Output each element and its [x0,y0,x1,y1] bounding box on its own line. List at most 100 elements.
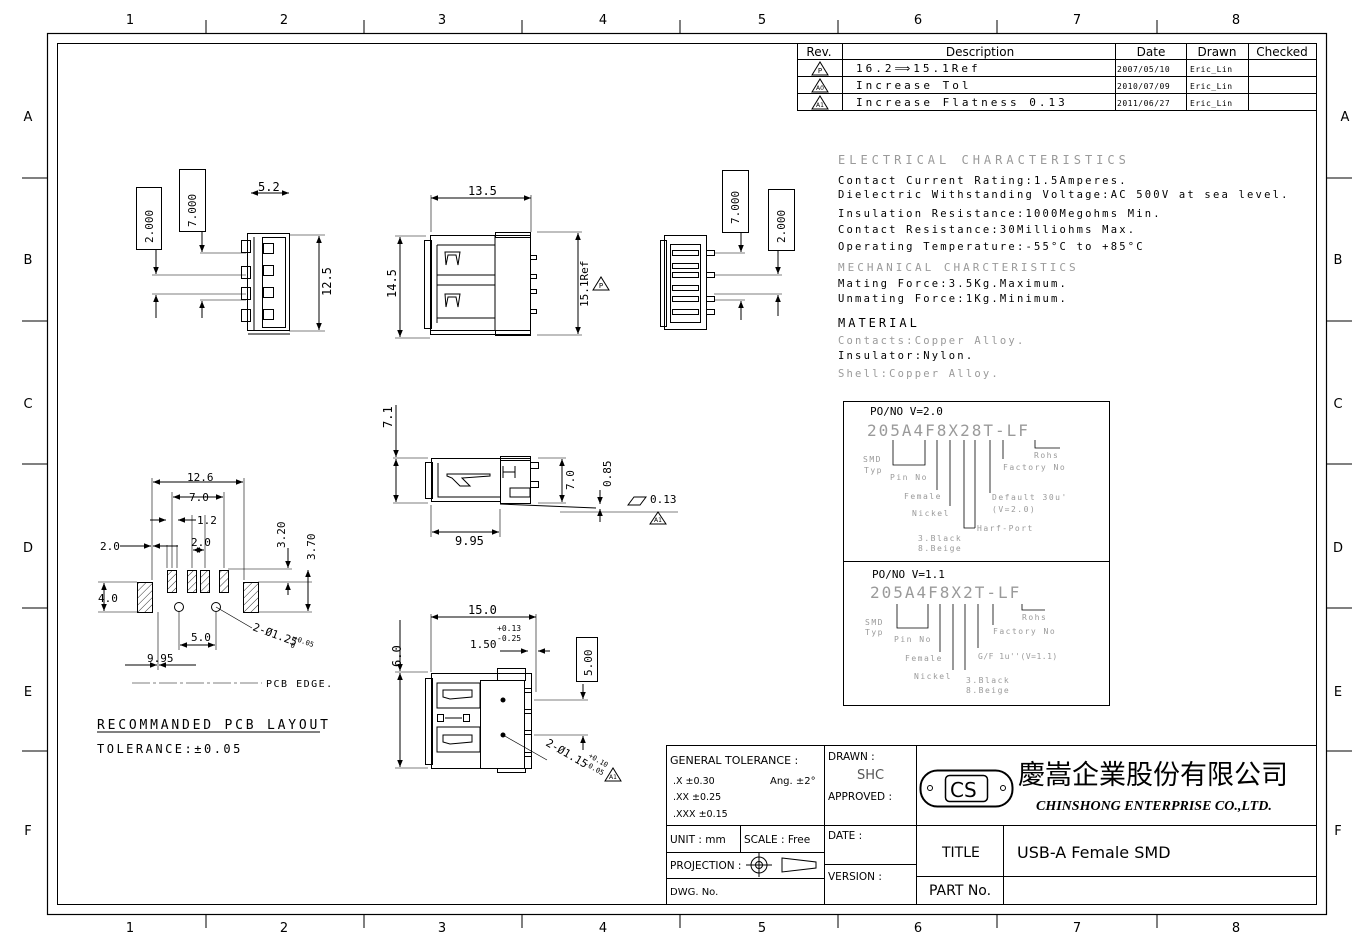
grid-ticks [22,20,1352,928]
rev-date: 2007/05/10 [1117,65,1170,74]
approved-label: APPROVED : [828,791,892,803]
part-numbering: PO/NO V=2.0 205A4F8X28T-LF PO/NO V=1.1 2… [843,401,1110,706]
svg-text:3.Black: 3.Black [918,534,962,543]
row-label: C [1333,397,1342,412]
svg-text:Harf-Port: Harf-Port [977,524,1034,533]
svg-text:9.95: 9.95 [147,652,174,665]
svg-text:P: P [599,282,603,290]
svg-text:Typ: Typ [865,628,884,637]
row-label: E [24,685,32,700]
svg-text:15.1Ref: 15.1Ref [578,261,591,307]
svg-text:6.0: 6.0 [390,645,404,667]
company-logo: CS [919,769,1014,808]
pcb-layout: 12.6 7.0 1.2 2.0 2.0 3.20 3.70 4.0 5.0 9… [97,471,334,756]
svg-text:Factory No: Factory No [993,627,1056,636]
po-title-v11: PO/NO V=1.1 [872,568,945,581]
svg-text:Female: Female [905,654,943,663]
drawn-header: Drawn [1198,45,1237,59]
svg-text:7.000: 7.000 [729,191,742,224]
svg-text:Pin No: Pin No [890,473,928,482]
svg-text:G/F 1u''(V=1.1): G/F 1u''(V=1.1) [978,652,1058,661]
col-label: 3 [438,13,446,28]
col-label: 2 [280,921,288,936]
date-header: Date [1137,45,1166,59]
row-label: E [1334,685,1342,700]
svg-text:.XX ±0.25: .XX ±0.25 [673,792,721,803]
rev-drawn: Eric_Lin [1190,82,1233,91]
material-title: MATERIAL [838,316,920,330]
svg-text:8.Beige: 8.Beige [966,686,1010,695]
po-code-v20: 205A4F8X28T-LF [867,421,1030,440]
spec-line: Insulation Resistance:1000Megohms Min. [838,208,1162,220]
svg-text:13.5: 13.5 [468,184,497,198]
col-label: 4 [599,13,607,28]
svg-text:A0: A0 [816,85,824,92]
spec-line: Mating Force:3.5Kg.Maximum. [838,278,1068,290]
svg-text:A1: A1 [816,102,824,109]
scale-label: SCALE : Free [744,834,810,846]
side-view-left: 2.000 7.000 5.2 12.5 [136,169,334,335]
spec-line: Shell:Copper Alloy. [838,368,1000,380]
svg-text:4.0: 4.0 [98,592,118,605]
row-label: A [24,110,33,125]
row-label: C [23,397,32,412]
row-label: D [23,541,33,556]
row-label: D [1333,541,1343,556]
projection-icon [746,853,817,877]
rev-date: 2011/06/27 [1117,99,1170,108]
svg-text:12.5: 12.5 [320,267,334,296]
svg-text:-0.25: -0.25 [497,634,521,643]
col-label: 1 [126,921,134,936]
spec-line: Contact Current Rating:1.5Amperes. [838,175,1128,187]
date-label: DATE : [828,830,862,842]
svg-text:(V=2.0): (V=2.0) [992,505,1036,514]
rev-symbols: P A0 A1 [811,61,829,110]
spec-line: Contact Resistance:30Milliohms Max. [838,224,1136,236]
pcb-title: RECOMMANDED PCB LAYOUT [97,718,331,733]
svg-text:Ang. ±2°: Ang. ±2° [770,776,816,787]
rev-drawn: Eric_Lin [1190,65,1233,74]
svg-text:2.000: 2.000 [143,210,156,243]
svg-text:CS: CS [950,778,977,802]
svg-text:5.0: 5.0 [191,631,211,644]
svg-text:0.13: 0.13 [650,493,677,506]
svg-text:7.000: 7.000 [186,194,199,227]
title-value: USB-A Female SMD [1017,843,1171,862]
rev-desc: 16.2⟹15.1Ref [856,62,981,75]
specifications: ELECTRICAL CHARACTERISTICS Contact Curre… [838,153,1290,380]
spec-line: Insulator:Nylon. [838,350,974,362]
svg-text:A1: A1 [654,517,662,524]
company-name-en: CHINSHONG ENTERPRISE CO.,LTD. [1036,799,1272,814]
revision-table: Rev. Description Date Drawn Checked P A0… [797,43,1317,111]
col-label: 7 [1073,921,1081,936]
svg-text:5.2: 5.2 [258,180,280,194]
svg-text:Pin No: Pin No [894,635,932,644]
svg-text:PCB EDGE.: PCB EDGE. [266,679,334,690]
front-view: 7.1 7.0 0.85 9.95 0.13 A1 [381,405,678,548]
svg-text:+0.13: +0.13 [497,624,521,633]
row-label: B [1334,253,1343,268]
version-label: VERSION : [828,871,882,883]
col-label: 1 [126,13,134,28]
col-label: 6 [914,921,922,936]
spec-line: Operating Temperature:-55°C to +85°C [838,241,1145,253]
mechanical-title: MECHANICAL CHARCTERISTICS [838,261,1079,274]
rev-desc: Increase Flatness 0.13 [856,96,1068,109]
spec-line: Contacts:Copper Alloy. [838,335,1025,347]
rev-drawn: Eric_Lin [1190,99,1233,108]
svg-text:7.1: 7.1 [381,406,395,428]
title-label: TITLE [941,845,980,861]
row-label: F [1334,824,1341,839]
rev-desc: Increase Tol [856,79,971,92]
top-view: 13.5 14.5 15.1Ref P [385,184,610,339]
svg-text:1.2: 1.2 [197,514,217,527]
spec-line: Dielectric Withstanding Voltage:AC 500V … [838,189,1290,201]
svg-text:0.85: 0.85 [601,461,614,488]
svg-text:SMD: SMD [863,455,882,464]
drawn-value: SHC [857,768,884,783]
projection-label: PROJECTION : [670,860,741,872]
rev-header: Rev. [806,45,831,59]
col-label: 6 [914,13,922,28]
svg-text:Nickel: Nickel [912,509,950,518]
col-label: 5 [758,921,766,936]
